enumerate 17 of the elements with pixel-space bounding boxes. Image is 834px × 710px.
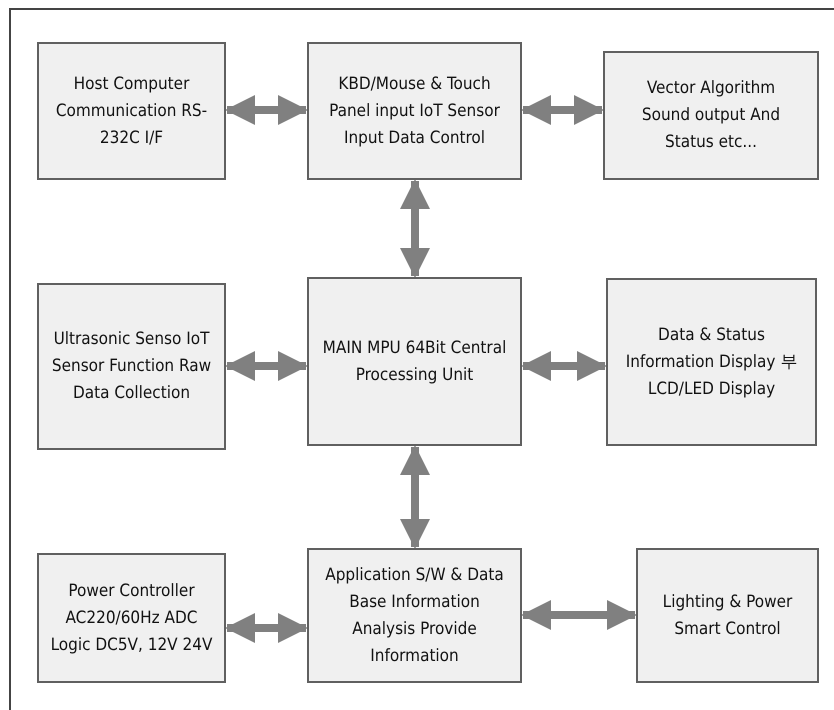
process-box: Lighting & Power Smart Control [636, 548, 819, 683]
double-arrow [400, 179, 430, 278]
double-arrow [521, 600, 637, 630]
double-arrow [225, 613, 308, 643]
double-arrow [225, 351, 308, 381]
double-arrow [225, 95, 308, 125]
process-box: Ultrasonic Senso IoT Sensor Function Raw Data Collection [37, 283, 226, 450]
process-box: Power Controller AC220/60Hz ADC Logic DC5V, 12V 24V [37, 553, 226, 683]
double-arrow [400, 445, 430, 549]
process-box: MAIN MPU 64Bit Central Processing Unit [307, 277, 522, 446]
process-box: Host Computer Communication RS-232C I/F [37, 42, 226, 180]
process-box: Application S/W & Data Base Information Analysis Provide Information [307, 548, 522, 683]
process-box: KBD/Mouse & Touch Panel input IoT Sensor Input Data Control [307, 42, 522, 180]
process-box: Data & Status Information Display 부 LCD/LED Display [606, 278, 817, 446]
double-arrow [521, 351, 607, 381]
process-box: Vector Algorithm Sound output And Status etc... [603, 51, 819, 180]
double-arrow [521, 95, 604, 125]
